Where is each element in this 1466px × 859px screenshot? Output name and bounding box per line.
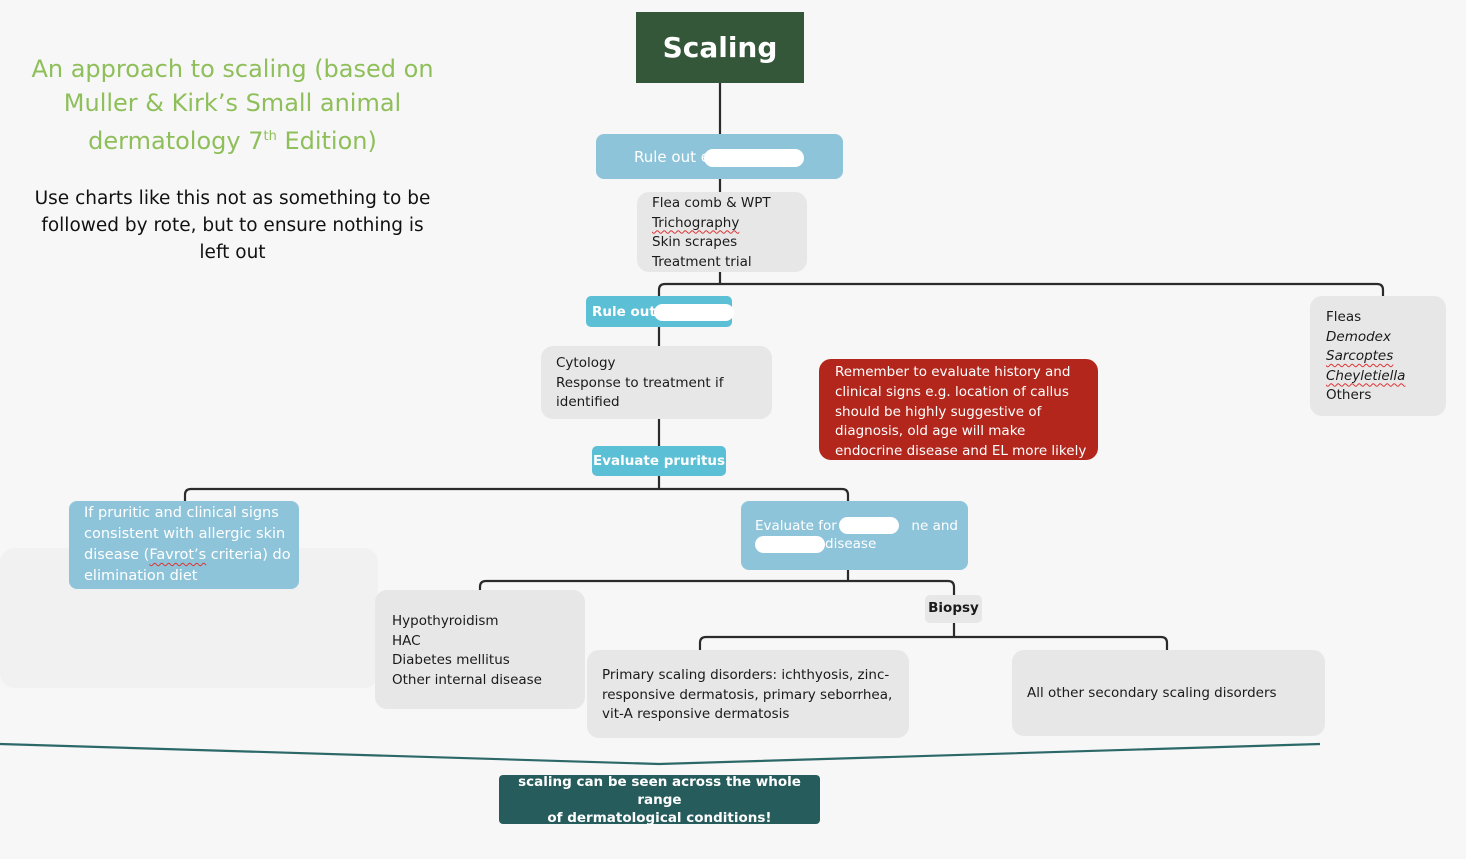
endocrine-item: HAC — [392, 632, 421, 649]
endocrine-line: Evaluate for e ne and — [755, 517, 968, 535]
connector-endocrine-branch — [478, 570, 956, 595]
pruritic-line: If pruritic and clinical signs — [84, 505, 279, 521]
endocrine-item: Hypothyroidism — [392, 613, 499, 629]
intro-line-3: left out — [199, 242, 266, 263]
title-node: Scaling — [636, 12, 804, 83]
footer-bracket-line — [0, 742, 1321, 766]
heading-line-2: Muller & Kirk’s Small animal — [63, 89, 402, 117]
footer-line-1: scaling can be seen across the whole ran… — [518, 773, 801, 808]
reminder-line: should be highly suggestive of — [835, 403, 1042, 420]
page-heading: An approach to scaling (based on Muller … — [20, 52, 445, 158]
heading-line-1: An approach to scaling (based on — [31, 55, 434, 83]
rule-out-infection-node: Rule out — [586, 296, 734, 327]
test-item: Skin scrapes — [652, 234, 738, 250]
intro-line-1: Use charts like this not as something to… — [34, 188, 431, 209]
heading-line-3-end: Edition) — [276, 127, 377, 155]
biopsy-label: Biopsy — [928, 600, 979, 617]
pruritic-line-term: Favrot’s — [149, 547, 207, 563]
infection-test-line: Response to treatment if — [556, 374, 724, 391]
test-item: Trichography — [652, 214, 807, 234]
endocrine-item: Diabetes mellitus — [392, 652, 510, 668]
infection-test-line: Cytology — [556, 355, 616, 371]
redaction-mark — [755, 536, 825, 553]
test-item: Flea comb & WPT — [652, 195, 771, 211]
endocrine-line-start: Evaluate for e — [755, 518, 850, 534]
endocrine-item: Other internal disease — [392, 671, 542, 688]
primary-scaling-line: vit-A responsive dermatosis — [602, 706, 790, 722]
cause-item-text: Cheyletiella — [1326, 367, 1406, 384]
evaluate-pruritus-node: Evaluate pruritus — [592, 446, 726, 476]
footer-note: scaling can be seen across the whole ran… — [499, 773, 820, 826]
cause-item-text: Sarcoptes — [1326, 348, 1394, 364]
connector-biopsy-branch — [698, 623, 1169, 650]
footer-line-2: of dermatological conditions! — [547, 809, 772, 826]
test-item-text: Trichography — [652, 214, 740, 231]
rule-out-ectoparasites-node: Rule out e — [596, 134, 843, 179]
cause-item: Cheyletiella — [1326, 367, 1446, 387]
infection-test-line: identified — [556, 394, 620, 410]
heading-superscript: th — [263, 129, 277, 144]
biopsy-node: Biopsy — [925, 595, 982, 623]
redaction-mark — [839, 517, 899, 534]
pruritic-branch-node: If pruritic and clinical signs consisten… — [69, 501, 299, 589]
redaction-mark — [654, 304, 734, 321]
endocrine-line-end: ne and — [911, 518, 958, 534]
intro-text: Use charts like this not as something to… — [30, 185, 435, 266]
connector-tests-branch — [657, 272, 1385, 296]
ectoparasite-causes-node: Fleas Demodex Sarcoptes Cheyletiella Oth… — [1310, 296, 1446, 416]
cause-item: Sarcoptes — [1326, 347, 1446, 367]
reminder-note: Remember to evaluate history and clinica… — [819, 359, 1098, 460]
rule-out-infection-label: Rule out — [592, 303, 656, 320]
pruritic-line: disease (Favrot’s criteria) do — [84, 545, 299, 566]
reminder-line: endocrine disease and EL more likely — [835, 443, 1087, 460]
intro-line-2: followed by rote, but to ensure nothing … — [41, 215, 424, 236]
evaluate-pruritus-label: Evaluate pruritus — [592, 453, 726, 469]
secondary-scaling-label: All other secondary scaling disorders — [1027, 685, 1277, 701]
heading-line-3-text: dermatology 7 — [88, 127, 264, 155]
evaluate-endocrine-node: Evaluate for e ne and disease — [741, 501, 968, 570]
endocrine-line-end: disease — [825, 536, 877, 552]
endocrine-list-node: Hypothyroidism HAC Diabetes mellitus Oth… — [375, 590, 585, 709]
ectoparasite-tests-node: Flea comb & WPT Trichography Skin scrape… — [637, 192, 807, 272]
reminder-line: Remember to evaluate history and — [835, 364, 1071, 380]
pruritic-line: elimination diet — [84, 568, 198, 584]
primary-scaling-node: Primary scaling disorders: ichthyosis, z… — [587, 650, 909, 738]
primary-scaling-line: Primary scaling disorders: ichthyosis, z… — [602, 667, 890, 683]
pruritic-line: consistent with allergic skin — [84, 526, 286, 542]
rule-out-ectoparasites-label: Rule out e — [634, 148, 710, 166]
cause-item: Fleas — [1326, 309, 1362, 325]
reminder-line: diagnosis, old age will make — [835, 423, 1026, 440]
primary-scaling-line: responsive dermatosis, primary seborrhea… — [602, 686, 893, 703]
endocrine-line: disease — [755, 535, 968, 553]
pruritic-line-end: criteria) do — [206, 547, 291, 563]
cause-item: Others — [1326, 387, 1372, 403]
infection-tests-node: Cytology Response to treatment if identi… — [541, 346, 772, 419]
redaction-mark — [704, 149, 804, 167]
cause-item: Demodex — [1326, 328, 1391, 345]
heading-line-3: dermatology 7th Edition) — [20, 120, 445, 158]
pruritic-line-start: disease ( — [84, 547, 150, 563]
reminder-line: clinical signs e.g. location of callus — [835, 383, 1069, 400]
connector-pruritus-branch — [183, 476, 850, 501]
secondary-scaling-node: All other secondary scaling disorders — [1012, 650, 1325, 736]
test-item: Treatment trial — [652, 253, 752, 270]
